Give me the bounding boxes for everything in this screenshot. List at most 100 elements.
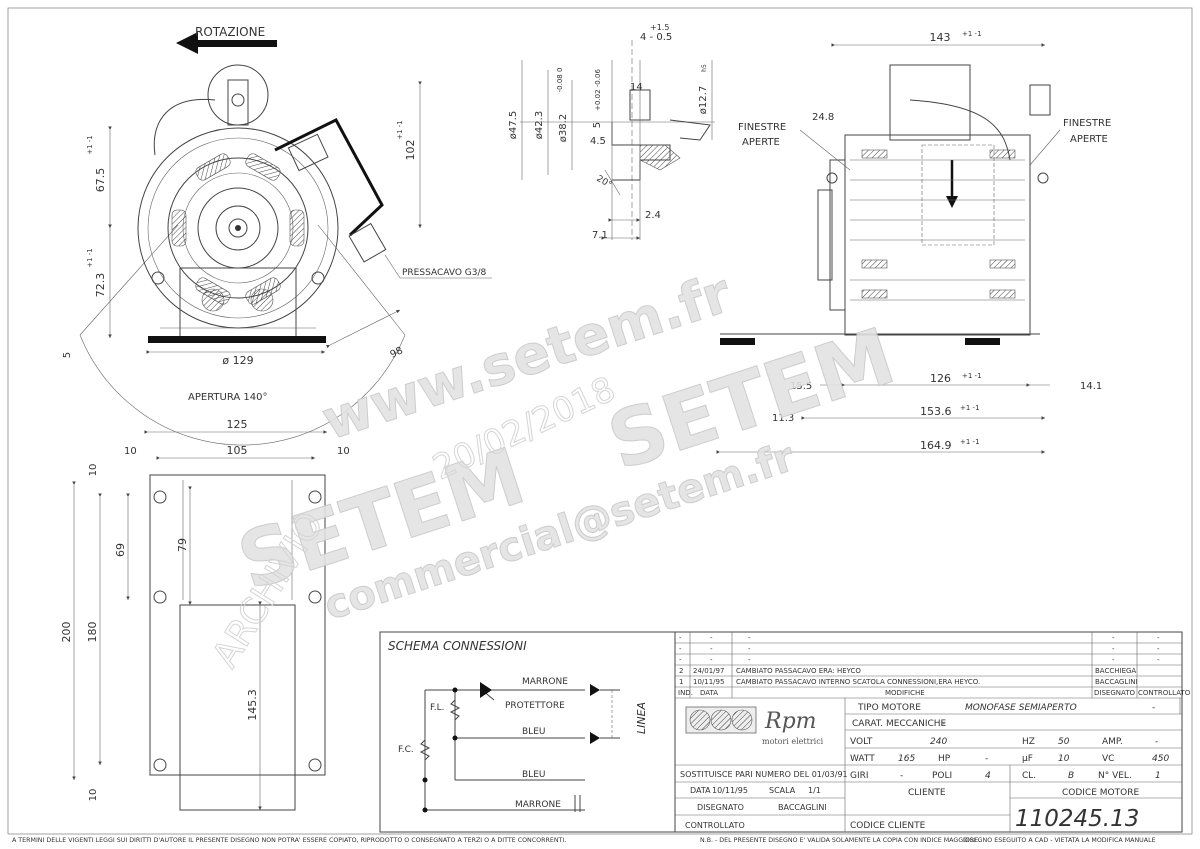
base-dim-10-right: 10 xyxy=(337,446,350,457)
side-dim-164-9-tol: +1 -1 xyxy=(960,438,980,446)
logo-text: Rpm xyxy=(764,709,817,734)
rev-row-0-dis: - xyxy=(1112,634,1115,642)
rev-row-0-ctrl: - xyxy=(1157,634,1160,642)
logo-sub: motori elettrici xyxy=(762,737,824,746)
connection-schema xyxy=(419,682,620,813)
meta-disegnato-label: DISEGNATO xyxy=(697,803,744,812)
meta-disegnato-value: BACCAGLINI xyxy=(778,803,827,812)
dim-129: ø 129 xyxy=(222,354,253,367)
schema-marrone-top: MARRONE xyxy=(522,677,568,687)
side-dim-153-6-tol: +1 -1 xyxy=(960,404,980,412)
dim-102: 102 xyxy=(404,140,417,161)
giri-value: - xyxy=(900,771,903,781)
base-dim-10-left: 10 xyxy=(124,446,137,457)
rev-header-desc: MODIFICHE xyxy=(885,689,925,697)
sheet-border xyxy=(7,7,1193,835)
shaft-dim-47-5: ø47.5 xyxy=(508,111,519,139)
side-dim-164-9: 164.9 xyxy=(920,439,952,452)
watermark-layer: www.setem.fr SETEM SETEM commercial@sete… xyxy=(204,261,905,676)
schema-bleu-top: BLEU xyxy=(522,727,545,737)
rev-row-2-desc: - xyxy=(748,656,751,664)
base-dim-180: 180 xyxy=(86,622,99,643)
dim-67-5-tol: +1 -1 xyxy=(86,135,94,155)
base-dim-105: 105 xyxy=(227,444,248,457)
codice-cliente-label: CODICE CLIENTE xyxy=(850,821,926,831)
meta-data-label: DATA xyxy=(690,786,711,795)
tipo-label: TIPO MOTORE xyxy=(857,703,921,713)
rev-row-4-desc: CAMBIATO PASSACAVO INTERNO SCATOLA CONNE… xyxy=(736,678,980,686)
rev-row-4-ind: 1 xyxy=(679,678,683,686)
meta-sostituisce: SOSTITUISCE PARI NUMERO DEL 01/03/91 xyxy=(680,770,848,779)
rev-row-3-ind: 2 xyxy=(679,667,683,675)
rev-header-dis: DISEGNATO xyxy=(1094,689,1136,697)
shaft-dim-5: 5 xyxy=(592,122,603,128)
rev-row-2-dis: - xyxy=(1112,656,1115,664)
codice-motore-label: CODICE MOTORE xyxy=(1062,788,1139,798)
rev-row-2-ctrl: - xyxy=(1157,656,1160,664)
base-dim-125: 125 xyxy=(227,418,248,431)
poli-value: 4 xyxy=(985,771,991,781)
side-dim-24-8: 24.8 xyxy=(812,112,834,123)
rev-row-3-data: 24/01/97 xyxy=(693,667,724,675)
windows-left-1: FINESTRE xyxy=(738,122,786,133)
rev-row-3-desc: CAMBIATO PASSACAVO ERA: HEYCO xyxy=(736,667,861,675)
rev-row-2-ind: - xyxy=(679,656,682,664)
dim-98: 98 xyxy=(389,345,405,360)
shaft-dim-4-5: 4.5 xyxy=(590,136,606,147)
shaft-detail: +1.5 4 - 0.5 14 ø47.5 ø42.3 -0.08 0 ø38.… xyxy=(508,23,715,241)
rev-row-0-ind: - xyxy=(679,634,682,642)
schema-title: SCHEMA CONNESSIONI xyxy=(388,639,527,653)
volt-value: 240 xyxy=(930,737,947,747)
meta-scala-label: SCALA xyxy=(769,786,796,795)
vc-label: VC xyxy=(1102,754,1114,764)
schema-linea: LINEA xyxy=(635,702,648,734)
shaft-dim-38-2: ø38.2 xyxy=(558,114,569,142)
meta-data-value: 10/11/95 xyxy=(712,786,748,795)
watt-value: 165 xyxy=(898,754,915,764)
rotation-arrow-icon xyxy=(176,32,277,54)
footer-left: A TERMINI DELLE VIGENTI LEGGI SUI DIRITT… xyxy=(12,837,566,844)
windows-right-1: FINESTRE xyxy=(1063,118,1111,129)
hp-value: - xyxy=(985,754,988,764)
rev-row-1-data: - xyxy=(710,645,713,653)
volt-label: VOLT xyxy=(850,737,873,747)
carat-label: CARAT. MECCANICHE xyxy=(852,719,947,729)
tipo-dash: - xyxy=(1152,703,1155,713)
rev-row-3-dis: BACCHIEGA xyxy=(1095,667,1136,675)
rev-row-1-desc: - xyxy=(748,645,751,653)
side-dim-143-tol: +1 -1 xyxy=(962,30,982,38)
dim-72-3-tol: +1 -1 xyxy=(86,248,94,268)
base-view: 125 105 10 10 10 10 69 79 200 180 145.3 xyxy=(60,418,350,811)
footer-right: DISEGNO ESEGUITO A CAD - VIETATA LA MODI… xyxy=(963,837,1156,844)
cl-label: CL. xyxy=(1022,771,1036,781)
nvel-label: N° VEL. xyxy=(1098,771,1132,781)
side-dim-14-1: 14.1 xyxy=(1080,381,1102,392)
dim-72-3: 72.3 xyxy=(94,273,107,298)
rev-row-1-ctrl: - xyxy=(1157,645,1160,653)
rev-header-data: DATA xyxy=(700,689,718,697)
schema-fl: F.L. xyxy=(430,703,444,713)
cliente-label: CLIENTE xyxy=(908,788,946,798)
rev-row-4-dis: BACCAGLINI xyxy=(1095,678,1138,686)
uf-label: µF xyxy=(1022,754,1033,764)
hz-label: HZ xyxy=(1022,737,1035,747)
side-dim-11-3: 11.3 xyxy=(772,413,794,424)
schema-bleu-bottom: BLEU xyxy=(522,770,545,780)
nvel-value: 1 xyxy=(1155,771,1161,781)
watt-label: WATT xyxy=(850,754,875,764)
shaft-dim-14: 14 xyxy=(630,82,643,93)
rev-header-ind: IND. xyxy=(678,689,693,697)
dim-67-5: 67.5 xyxy=(94,168,107,193)
shaft-dim-top: 4 - 0.5 xyxy=(640,32,672,43)
side-view: 143 +1 -1 24.8 FINESTRE APERTE FINESTRE … xyxy=(716,30,1111,454)
cable-gland-label: PRESSACAVO G3/8 xyxy=(402,268,486,278)
rev-row-0-desc: - xyxy=(748,634,751,642)
side-dim-15-5: 15.5 xyxy=(790,381,812,392)
base-dim-10-top: 10 xyxy=(88,464,99,477)
amp-value: - xyxy=(1155,737,1158,747)
shaft-angle: 20° xyxy=(595,174,614,191)
hz-value: 50 xyxy=(1058,737,1070,747)
rev-row-1-dis: - xyxy=(1112,645,1115,653)
side-dim-126-tol: +1 -1 xyxy=(962,372,982,380)
